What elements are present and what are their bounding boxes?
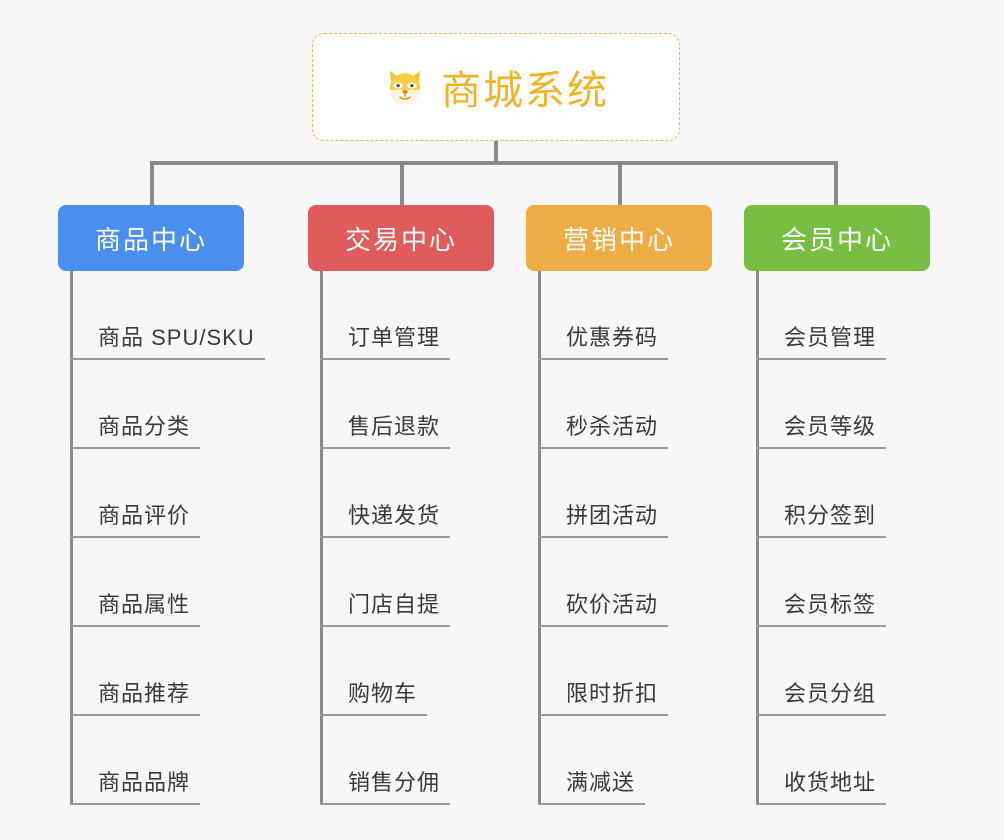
leaf-item: 满减送 bbox=[538, 716, 712, 805]
category-title-3: 营销中心 bbox=[562, 224, 675, 255]
leaf-item: 销售分佣 bbox=[320, 716, 494, 805]
leaf-item: 会员标签 bbox=[756, 538, 930, 627]
leaf-item: 订单管理 bbox=[320, 271, 494, 360]
leaf-label[interactable]: 满减送 bbox=[538, 765, 646, 805]
leaf-label[interactable]: 商品品牌 bbox=[70, 765, 201, 805]
leaf-label[interactable]: 会员分组 bbox=[756, 676, 887, 716]
leaf-label[interactable]: 订单管理 bbox=[320, 320, 451, 360]
category-header-2[interactable]: 交易中心 bbox=[308, 205, 494, 271]
connector-drop-2 bbox=[400, 161, 404, 205]
leaf-spine-3: 优惠券码 秒杀活动 拼团活动 砍价活动 限时折扣 满减送 bbox=[538, 271, 712, 805]
leaf-label[interactable]: 拼团活动 bbox=[538, 498, 669, 538]
shiba-dog-face-icon bbox=[383, 65, 427, 109]
category-header-1[interactable]: 商品中心 bbox=[58, 205, 244, 271]
category-header-3[interactable]: 营销中心 bbox=[526, 205, 712, 271]
leaf-label[interactable]: 限时折扣 bbox=[538, 676, 669, 716]
leaf-label[interactable]: 收货地址 bbox=[756, 765, 887, 805]
leaf-label[interactable]: 积分签到 bbox=[756, 498, 887, 538]
category-header-4[interactable]: 会员中心 bbox=[744, 205, 930, 271]
leaf-item: 商品分类 bbox=[70, 360, 244, 449]
leaf-item: 会员分组 bbox=[756, 627, 930, 716]
connector-drop-3 bbox=[618, 161, 622, 205]
connector-drop-4 bbox=[834, 161, 838, 205]
leaf-label[interactable]: 会员标签 bbox=[756, 587, 887, 627]
connector-drop-1 bbox=[150, 161, 154, 205]
leaf-spine-4: 会员管理 会员等级 积分签到 会员标签 会员分组 收货地址 bbox=[756, 271, 930, 805]
leaf-item: 会员管理 bbox=[756, 271, 930, 360]
leaf-item: 商品推荐 bbox=[70, 627, 244, 716]
leaf-item: 秒杀活动 bbox=[538, 360, 712, 449]
leaf-item: 门店自提 bbox=[320, 538, 494, 627]
category-title-2: 交易中心 bbox=[344, 224, 457, 255]
branch-column-2: 交易中心 订单管理 售后退款 快递发货 门店自提 购物车 销售分佣 bbox=[308, 205, 494, 805]
leaf-item: 商品属性 bbox=[70, 538, 244, 627]
leaf-item: 会员等级 bbox=[756, 360, 930, 449]
connector-root-stem bbox=[494, 141, 498, 163]
leaf-item: 积分签到 bbox=[756, 449, 930, 538]
leaf-label[interactable]: 优惠券码 bbox=[538, 320, 669, 360]
leaf-label[interactable]: 销售分佣 bbox=[320, 765, 451, 805]
leaf-item: 快递发货 bbox=[320, 449, 494, 538]
root-title: 商城系统 bbox=[441, 69, 609, 113]
leaf-item: 收货地址 bbox=[756, 716, 930, 805]
leaf-item: 商品评价 bbox=[70, 449, 244, 538]
leaf-label[interactable]: 砍价活动 bbox=[538, 587, 669, 627]
leaf-item: 购物车 bbox=[320, 627, 494, 716]
branch-column-4: 会员中心 会员管理 会员等级 积分签到 会员标签 会员分组 收货地址 bbox=[744, 205, 930, 805]
leaf-label[interactable]: 商品评价 bbox=[70, 498, 201, 538]
branch-column-1: 商品中心 商品 SPU/SKU 商品分类 商品评价 商品属性 商品推荐 商品品牌 bbox=[58, 205, 265, 805]
category-title-1: 商品中心 bbox=[94, 224, 207, 255]
leaf-label[interactable]: 商品属性 bbox=[70, 587, 201, 627]
leaf-item: 优惠券码 bbox=[538, 271, 712, 360]
leaf-label[interactable]: 会员管理 bbox=[756, 320, 887, 360]
leaf-label[interactable]: 快递发货 bbox=[320, 498, 451, 538]
leaf-label[interactable]: 售后退款 bbox=[320, 409, 451, 449]
connector-horizontal-bus bbox=[150, 161, 838, 165]
leaf-item: 限时折扣 bbox=[538, 627, 712, 716]
leaf-item: 商品品牌 bbox=[70, 716, 244, 805]
leaf-label[interactable]: 门店自提 bbox=[320, 587, 451, 627]
leaf-item: 拼团活动 bbox=[538, 449, 712, 538]
leaf-label[interactable]: 购物车 bbox=[320, 676, 428, 716]
leaf-item: 砍价活动 bbox=[538, 538, 712, 627]
leaf-label[interactable]: 商品推荐 bbox=[70, 676, 201, 716]
leaf-label[interactable]: 商品 SPU/SKU bbox=[70, 320, 265, 360]
leaf-label[interactable]: 会员等级 bbox=[756, 409, 887, 449]
leaf-item: 售后退款 bbox=[320, 360, 494, 449]
leaf-spine-1: 商品 SPU/SKU 商品分类 商品评价 商品属性 商品推荐 商品品牌 bbox=[70, 271, 265, 805]
leaf-label[interactable]: 商品分类 bbox=[70, 409, 201, 449]
branch-column-3: 营销中心 优惠券码 秒杀活动 拼团活动 砍价活动 限时折扣 满减送 bbox=[526, 205, 712, 805]
root-node-mall-system[interactable]: 商城系统 bbox=[312, 33, 680, 141]
leaf-spine-2: 订单管理 售后退款 快递发货 门店自提 购物车 销售分佣 bbox=[320, 271, 494, 805]
leaf-item: 商品 SPU/SKU bbox=[70, 271, 265, 360]
leaf-label[interactable]: 秒杀活动 bbox=[538, 409, 669, 449]
category-title-4: 会员中心 bbox=[780, 224, 893, 255]
